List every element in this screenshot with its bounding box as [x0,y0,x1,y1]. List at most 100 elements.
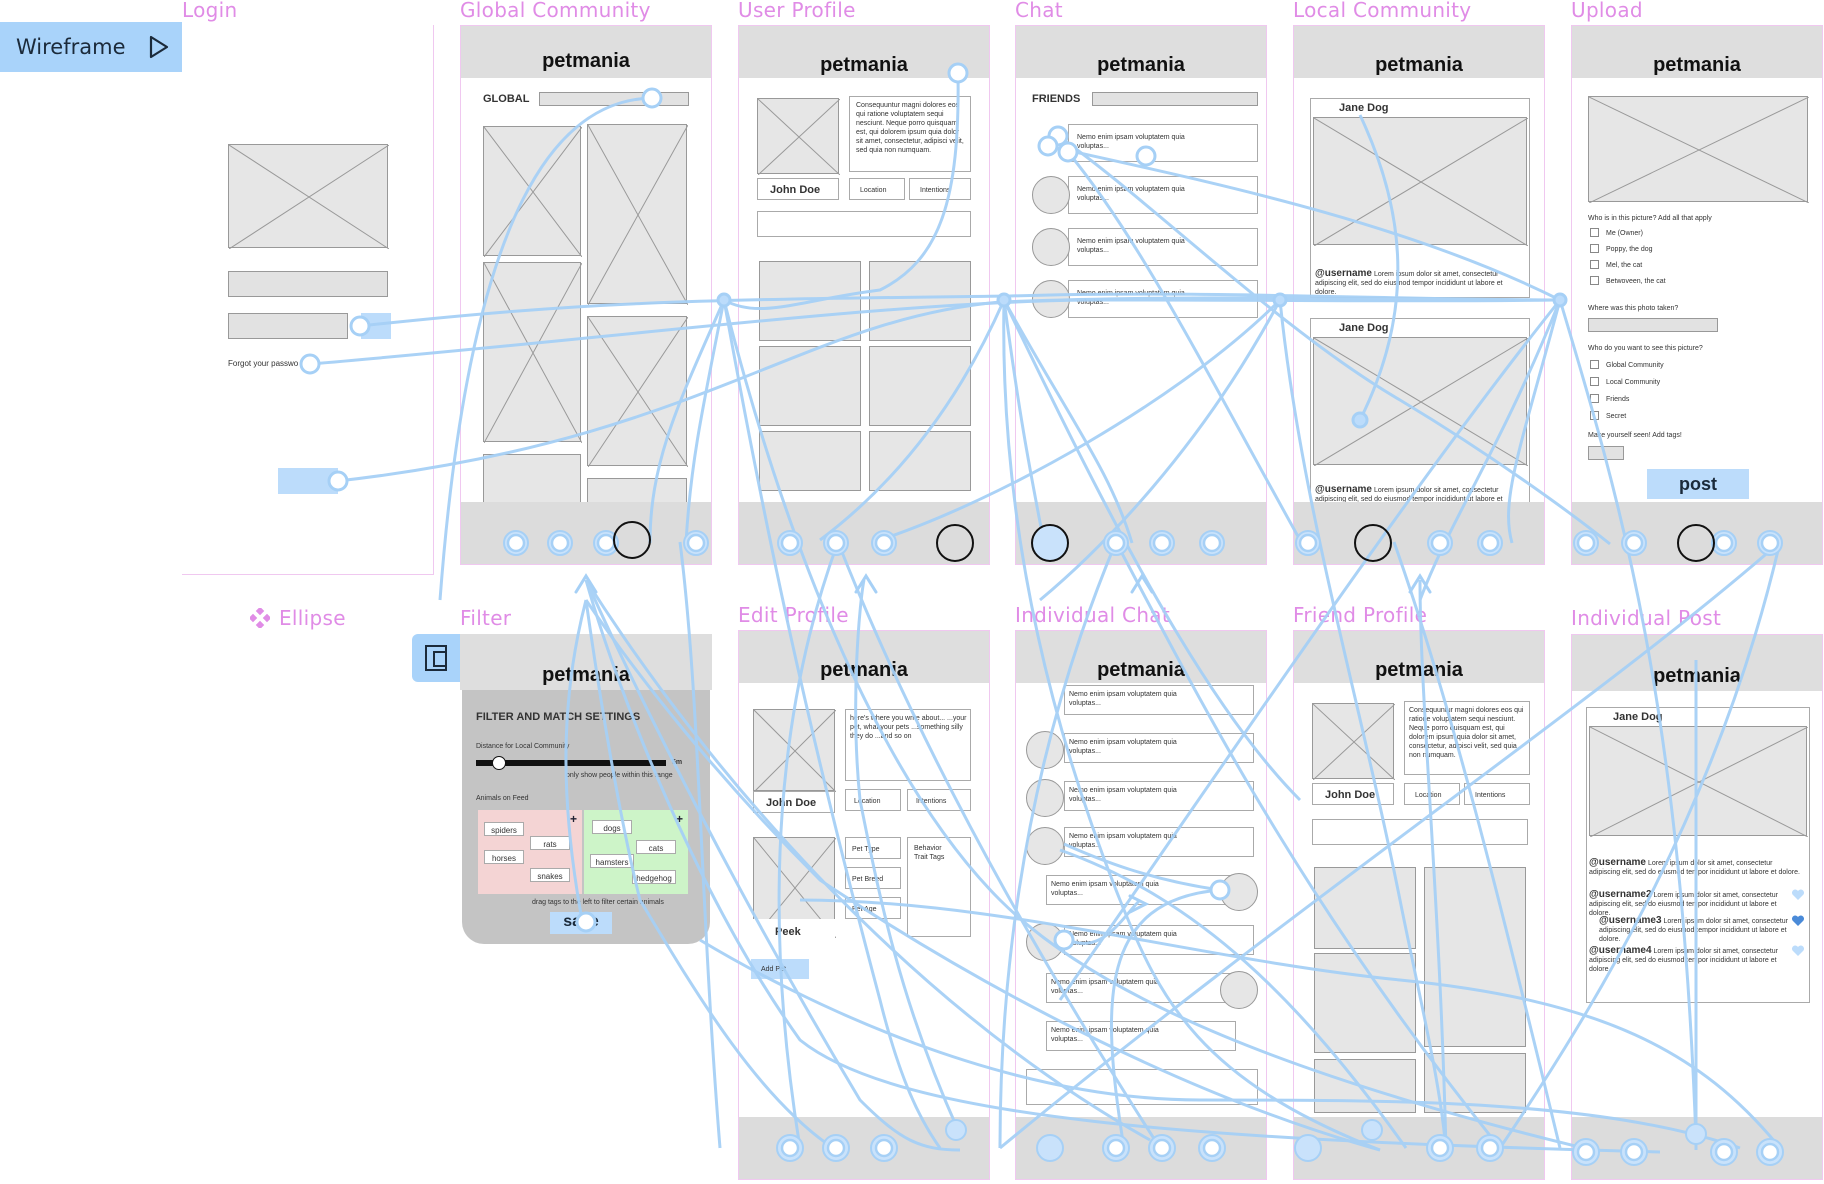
pet-image[interactable] [759,346,861,426]
pet-image[interactable] [1314,953,1416,1053]
app-title: petmania [1375,54,1463,76]
pet-image[interactable] [1424,867,1526,1047]
friend-bio-box: Consequuntur magni dolores eos qui ratio… [1404,701,1530,775]
distance-value: 5m [672,759,683,766]
feed-image[interactable] [587,316,688,467]
message-input[interactable] [1026,1069,1258,1105]
behavior-tags-field[interactable]: Behavior Trait Tags [907,837,971,937]
edit-avatar-placeholder[interactable] [753,709,836,792]
chat-thread[interactable]: Nemo enim ipsam voluptatem quia voluptas… [1068,280,1258,318]
tag-chip[interactable]: snakes [530,868,570,882]
chat-thread[interactable]: Nemo enim ipsam voluptatem quia voluptas… [1068,124,1258,162]
upload-question-tags: Make yourself seen! Add tags! [1588,432,1682,439]
about-textarea[interactable]: here's where you write about... ...your … [845,709,971,781]
add-icon[interactable]: + [676,812,684,826]
heart-icon[interactable] [1791,944,1805,958]
tags-input[interactable] [1588,446,1624,460]
username-input[interactable] [228,271,388,297]
edit-intentions-field[interactable]: Intentions [907,789,971,811]
post-card[interactable]: Jane Dog @username Lorem ipsum dolor sit… [1310,318,1530,518]
upload-image-placeholder[interactable] [1588,96,1809,203]
checkbox[interactable] [1590,244,1599,253]
wireframe-mode-button[interactable]: Wireframe [0,22,182,72]
slider-handle[interactable] [492,756,506,770]
chat-thread[interactable]: Nemo enim ipsam voluptatem quia voluptas… [1068,228,1258,266]
edit-name-field[interactable]: John Doe [753,791,835,813]
tag-chip[interactable]: cats [636,840,676,854]
friend-avatar-placeholder [1312,703,1395,780]
edit-location-field[interactable]: Location [845,789,901,811]
add-icon[interactable]: + [570,812,578,826]
post-button[interactable]: post [1647,469,1749,499]
pet-age-field[interactable]: Pet Age [845,897,901,919]
pet-image[interactable] [759,431,861,491]
pet-image[interactable] [1314,867,1416,949]
login-button[interactable] [361,313,391,339]
profile-location: Location [849,178,905,200]
post-card[interactable]: Jane Dog @username Lorem ipsum dolor sit… [1310,98,1530,298]
checkbox[interactable] [1590,377,1599,386]
heart-icon[interactable] [1791,914,1805,928]
pet-type-field[interactable]: Pet Type [845,837,901,859]
add-pet-button[interactable]: Add Pet [751,959,809,979]
checkbox[interactable] [1590,276,1599,285]
nav-bar [739,502,989,564]
feed-image[interactable] [587,124,688,305]
global-header: petmania [461,26,711,78]
tag-chip[interactable]: spiders [484,822,524,836]
login-logo-placeholder [228,144,389,249]
pet-image[interactable] [1314,1059,1416,1113]
pet-breed-field[interactable]: Pet Breed [845,867,901,889]
app-title: petmania [1375,659,1463,681]
friends-search-bar[interactable] [1092,92,1258,106]
heart-icon[interactable] [1791,888,1805,902]
friend-action-bar[interactable] [1312,819,1528,845]
profile-bio: Consequuntur magni dolores eos qui ratio… [856,102,964,154]
edit-header: petmania [739,631,989,683]
location-input[interactable] [1588,318,1718,332]
pet-image[interactable] [759,261,861,341]
pet-image[interactable] [869,261,971,341]
component-icon [250,608,270,628]
nav-bar [1016,502,1266,564]
comment: @username Lorem ipsum dolor sit amet, co… [1589,857,1800,877]
post-caption: @username Lorem ipsum dolor sit amet, co… [1315,268,1503,297]
pet-image[interactable] [869,431,971,491]
filter-overlay-tab[interactable] [412,634,460,682]
upload-frame: petmania Who is in this picture? Add all… [1571,25,1823,565]
global-search-bar[interactable] [539,92,689,106]
signup-button[interactable] [278,468,338,494]
distance-label: Distance for Local Community [476,743,570,750]
password-input[interactable] [228,313,348,339]
checkbox[interactable] [1590,228,1599,237]
upload-question-who: Who is in this picture? Add all that app… [1588,215,1712,222]
profile-action-bar[interactable] [757,211,971,237]
frame-label-ipost: Individual Post [1571,606,1722,630]
comment: @username4 Lorem ipsum dolor sit amet, c… [1589,945,1779,974]
pet-name-field[interactable]: Peek [753,919,835,941]
frame-label-edit: Edit Profile [738,603,849,627]
tag-chip[interactable]: hedgehog [632,870,676,884]
chat-thread[interactable]: Nemo enim ipsam voluptatem quia voluptas… [1068,176,1258,214]
feed-image[interactable] [483,126,582,257]
frame-label-chat: Chat [1015,0,1063,22]
checkbox[interactable] [1590,411,1599,420]
friend-profile-frame: petmania Consequuntur magni dolores eos … [1293,630,1545,1180]
forgot-password-link[interactable]: Forgot your passwo [228,359,299,368]
checkbox[interactable] [1590,394,1599,403]
tag-chip[interactable]: hamsters [590,854,634,868]
pet-image[interactable] [1424,1053,1526,1113]
pet-image[interactable] [869,346,971,426]
checkbox[interactable] [1590,260,1599,269]
user-avatar [1220,873,1258,911]
filter-heading: FILTER AND MATCH SETTINGS [476,711,641,723]
individual-post-frame: petmania Jane Dog @username Lorem ipsum … [1571,634,1823,1180]
tag-chip[interactable]: dogs [592,820,632,834]
excluded-tags-zone[interactable]: spiders rats horses snakes + [478,810,582,894]
checkbox[interactable] [1590,360,1599,369]
tag-chip[interactable]: horses [484,850,524,864]
feed-image[interactable] [483,262,582,443]
tag-chip[interactable]: rats [530,836,570,850]
save-button[interactable]: save [550,912,612,934]
included-tags-zone[interactable]: dogs cats hamsters hedgehog + [584,810,688,894]
